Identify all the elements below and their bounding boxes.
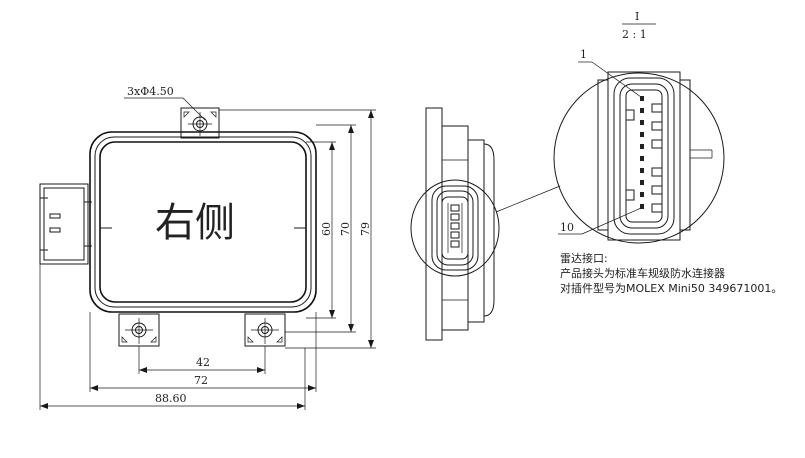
housing-outline <box>89 131 317 313</box>
note-line-1: 雷达接口: <box>560 252 608 265</box>
note-line-2: 产品接头为标准车规级防水连接器 <box>560 266 725 280</box>
note-line-3: 对插件型号为MOLEX Mini50 349671001。 <box>560 281 782 295</box>
detail-pins <box>640 96 644 209</box>
dim-79: 79 <box>359 222 372 236</box>
housing-rim <box>94 136 312 308</box>
bottom-right-mount-tab <box>244 313 286 347</box>
detail-view: I 2 : 1 <box>553 10 725 244</box>
vertical-dimensions: 60 70 79 <box>219 109 376 349</box>
detail-scale-top: I <box>635 10 639 23</box>
bottom-left-mount-tab <box>118 313 160 347</box>
side-label: 右侧 <box>155 200 235 246</box>
hole-callout-text: 3xΦ4.50 <box>127 85 174 98</box>
dim-88-60: 88.60 <box>155 392 187 405</box>
dim-60: 60 <box>320 222 333 236</box>
horizontal-dimensions: 42 72 88.60 <box>39 264 317 410</box>
hole-callout: 3xΦ4.50 <box>124 85 206 121</box>
front-view: 右侧 3xΦ4.50 60 70 79 <box>39 85 376 410</box>
pin-1-label: 1 <box>580 48 587 61</box>
side-view <box>410 107 561 341</box>
top-mount-tab <box>180 107 220 139</box>
side-connector <box>39 183 92 265</box>
detail-scale-bottom: 2 : 1 <box>622 28 647 41</box>
dim-72: 72 <box>194 374 208 387</box>
housing-face <box>99 141 307 303</box>
pin-10-label: 10 <box>560 221 574 234</box>
notes: 雷达接口: 产品接头为标准车规级防水连接器 对插件型号为MOLEX Mini50… <box>560 252 782 295</box>
dim-70: 70 <box>339 222 352 236</box>
dim-42: 42 <box>196 356 210 369</box>
